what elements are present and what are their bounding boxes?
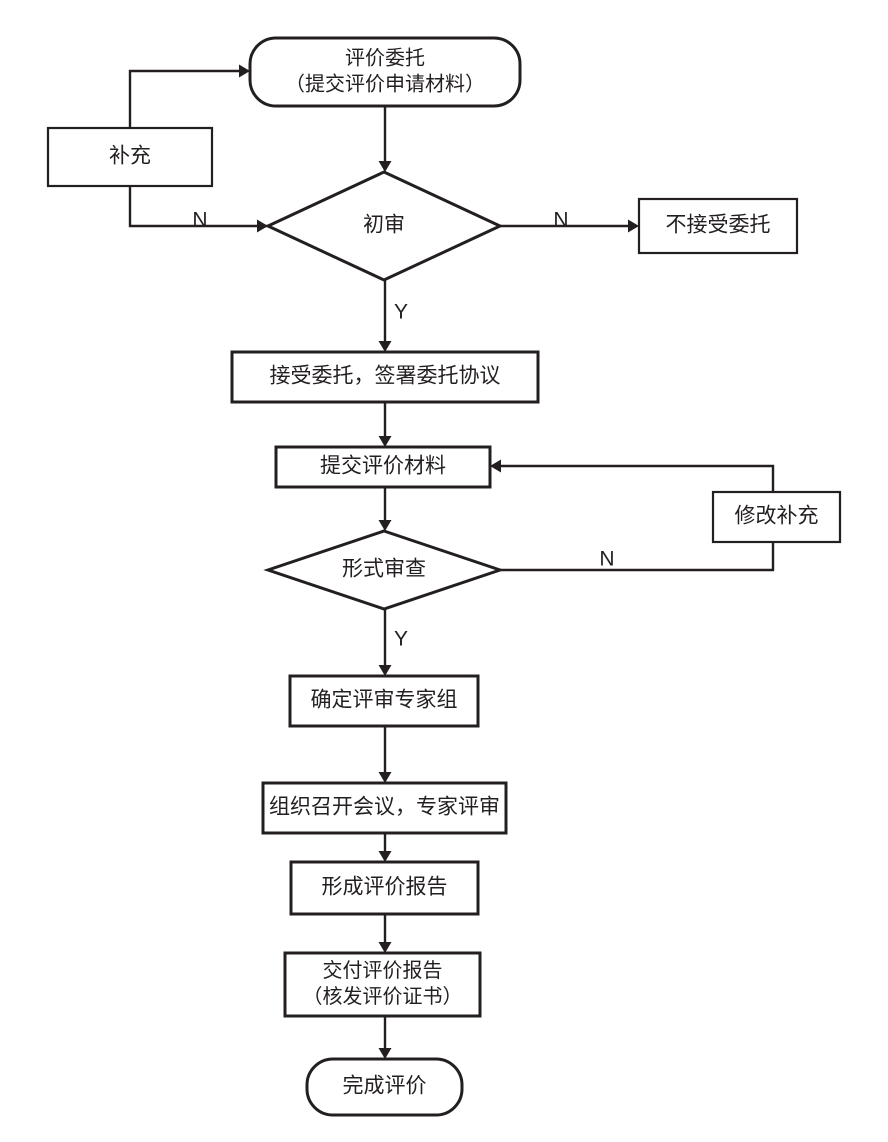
node-label-finish: 完成评价 <box>343 1075 427 1098</box>
arrowhead-icon <box>378 520 392 531</box>
edge-deliver-to-finish <box>378 1016 392 1059</box>
node-label-preliminary-review: 初审 <box>363 214 405 237</box>
edge-path <box>494 464 775 492</box>
node-label-start: （提交评价申请材料） <box>285 72 485 95</box>
arrowhead-icon <box>239 64 250 78</box>
arrowhead-icon <box>378 851 392 862</box>
arrowhead-icon <box>257 219 268 233</box>
node-shape-diamond <box>263 529 505 611</box>
edge-accept-to-submit <box>378 402 392 447</box>
node-shape-rect <box>637 197 799 255</box>
edge-preliminary-no-to-reject: N <box>500 209 639 233</box>
node-finish[interactable]: 完成评价 <box>305 1057 464 1117</box>
arrowhead-icon <box>490 459 501 473</box>
node-form-report[interactable]: 形成评价报告 <box>289 860 480 916</box>
node-label-deliver-report: 交付评价报告 <box>323 959 443 982</box>
edge-label-formal-yes-to-expert: Y <box>394 628 408 651</box>
edge-expert-to-meeting <box>378 726 392 783</box>
arrowhead-icon <box>378 1048 392 1059</box>
edge-label-preliminary-no-to-reject: N <box>553 209 568 232</box>
node-label-formal-review: 形式审查 <box>342 558 426 581</box>
node-deliver-report[interactable]: 交付评价报告 （核发评价证书） <box>283 951 482 1018</box>
node-formal-review[interactable]: 形式审查 <box>263 529 505 611</box>
node-shape-rect <box>289 860 480 916</box>
edge-start-to-preliminary <box>378 106 392 172</box>
edge-path <box>128 186 268 228</box>
node-submit-materials[interactable]: 提交评价材料 <box>274 445 492 489</box>
arrowhead-icon <box>378 942 392 953</box>
edge-supplement-to-start <box>128 64 250 128</box>
node-shape-rect <box>283 951 482 1018</box>
node-label-supplement: 补充 <box>109 145 151 168</box>
node-label-reject: 不接受委托 <box>666 214 771 237</box>
edge-path <box>128 69 246 128</box>
node-reject[interactable]: 不接受委托 <box>637 197 799 255</box>
edge-path <box>500 542 775 572</box>
node-start[interactable]: 评价委托 （提交评价申请材料） <box>248 36 522 108</box>
edges-layer: N N Y N Y <box>128 64 775 1059</box>
edge-report-to-deliver <box>378 914 392 953</box>
arrowhead-icon <box>378 436 392 447</box>
edge-label-preliminary-no-to-supplement: N <box>192 209 207 232</box>
node-label-submit-materials: 提交评价材料 <box>320 455 446 478</box>
node-shape-rounded <box>305 1057 464 1117</box>
node-shape-rect <box>46 126 214 188</box>
node-label-expert-group: 确定评审专家组 <box>311 689 458 712</box>
arrowhead-icon <box>378 341 392 352</box>
arrowhead-icon <box>378 772 392 783</box>
node-label-revise-supplement: 修改补充 <box>735 505 819 528</box>
edge-meeting-to-report <box>378 833 392 862</box>
node-meeting-review[interactable]: 组织召开会议，专家评审 <box>261 781 508 835</box>
node-preliminary-review[interactable]: 初审 <box>264 170 504 282</box>
node-label-start: 评价委托 <box>345 46 425 69</box>
node-shape-rect <box>261 781 508 835</box>
node-label-meeting-review: 组织召开会议，专家评审 <box>269 796 500 819</box>
node-shape-rect <box>274 445 492 489</box>
node-label-form-report: 形成评价报告 <box>322 876 448 899</box>
edge-label-preliminary-yes-to-accept: Y <box>394 301 408 324</box>
edge-formal-no-to-revise: N <box>500 542 775 572</box>
node-shape-rounded <box>248 36 522 108</box>
node-accept-sign[interactable]: 接受委托，签署委托协议 <box>230 350 540 404</box>
arrowhead-icon <box>628 219 639 233</box>
edge-preliminary-no-to-supplement: N <box>128 186 268 233</box>
edge-preliminary-yes-to-accept: Y <box>378 280 408 352</box>
arrowhead-icon <box>378 665 392 676</box>
node-supplement[interactable]: 补充 <box>46 126 214 188</box>
edge-label-formal-no-to-revise: N <box>599 548 614 571</box>
node-shape-rect <box>230 350 540 404</box>
edge-revise-to-submit <box>490 459 775 492</box>
node-label-accept-sign: 接受委托，签署委托协议 <box>270 365 501 388</box>
edge-formal-yes-to-expert: Y <box>378 609 408 676</box>
node-shape-rect <box>288 674 480 728</box>
node-label-deliver-report: （核发评价证书） <box>303 985 463 1008</box>
node-expert-group[interactable]: 确定评审专家组 <box>288 674 480 728</box>
node-shape-rect <box>711 490 842 544</box>
node-shape-diamond <box>264 170 504 282</box>
edge-submit-to-formal <box>378 487 392 531</box>
arrowhead-icon <box>378 161 392 172</box>
node-revise-supplement[interactable]: 修改补充 <box>711 490 842 544</box>
